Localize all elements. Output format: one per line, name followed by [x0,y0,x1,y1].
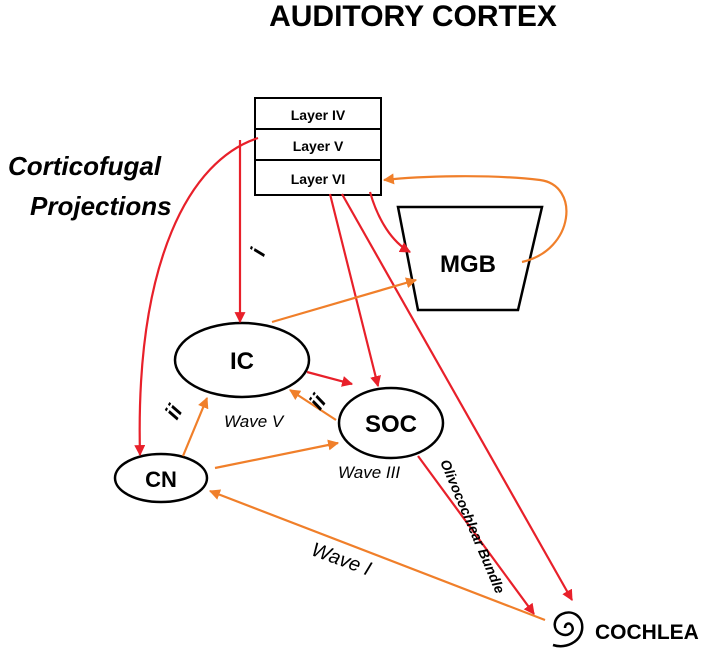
olivocochlear-bundle-label: Olivocochlear Bundle [437,457,508,596]
cochlea-spiral-icon [552,611,584,648]
arrow-ic-to-soc [306,370,354,387]
soc-label: SOC [365,411,417,438]
wave-v-label: Wave V [224,412,285,431]
ic-label: IC [230,348,254,375]
arrow-soc-to-cochlea [417,455,535,615]
marker-ii-right: ii [304,389,332,414]
layer-v-label: Layer V [293,138,344,154]
cortex-layers: Layer IV Layer V Layer VI [254,97,382,196]
mgb-node [396,205,544,312]
marker-ii-left: ii [160,400,188,424]
ascending-arrows [181,173,568,622]
wave-iii-label: Wave III [338,463,400,482]
arrow-ic-to-mgb [271,277,418,324]
cn-node [113,452,209,504]
layer-vi-box [254,159,382,196]
arrow-mgb-to-layer-vi [382,173,568,264]
cochlea-label: COCHLEA [595,621,699,644]
layer-vi-label: Layer VI [291,171,345,187]
soc-node [337,386,445,460]
wave-i-label: Wave I [308,539,374,581]
arrow-layer-vi-to-cochlea [341,193,573,601]
marker-i: i [245,244,271,259]
descending-arrows [134,136,573,615]
side-label-line2: Projections [30,191,172,221]
arrow-layer-vi-to-mgb [368,191,411,253]
mgb-label: MGB [440,251,496,278]
arrow-layer-vi-to-soc [328,193,381,388]
arrow-cn-to-ic [181,396,209,457]
arrow-cn-to-soc [214,439,340,470]
layer-iv-label: Layer IV [291,107,346,123]
arrow-soc-to-ic [289,389,337,421]
cn-label: CN [145,467,177,492]
side-label-line1: Corticofugal [8,151,162,181]
arrow-layer-v-to-cn [134,136,259,457]
arrow-cochlea-to-cn [208,489,546,622]
diagram-title: AUDITORY CORTEX [269,0,557,33]
